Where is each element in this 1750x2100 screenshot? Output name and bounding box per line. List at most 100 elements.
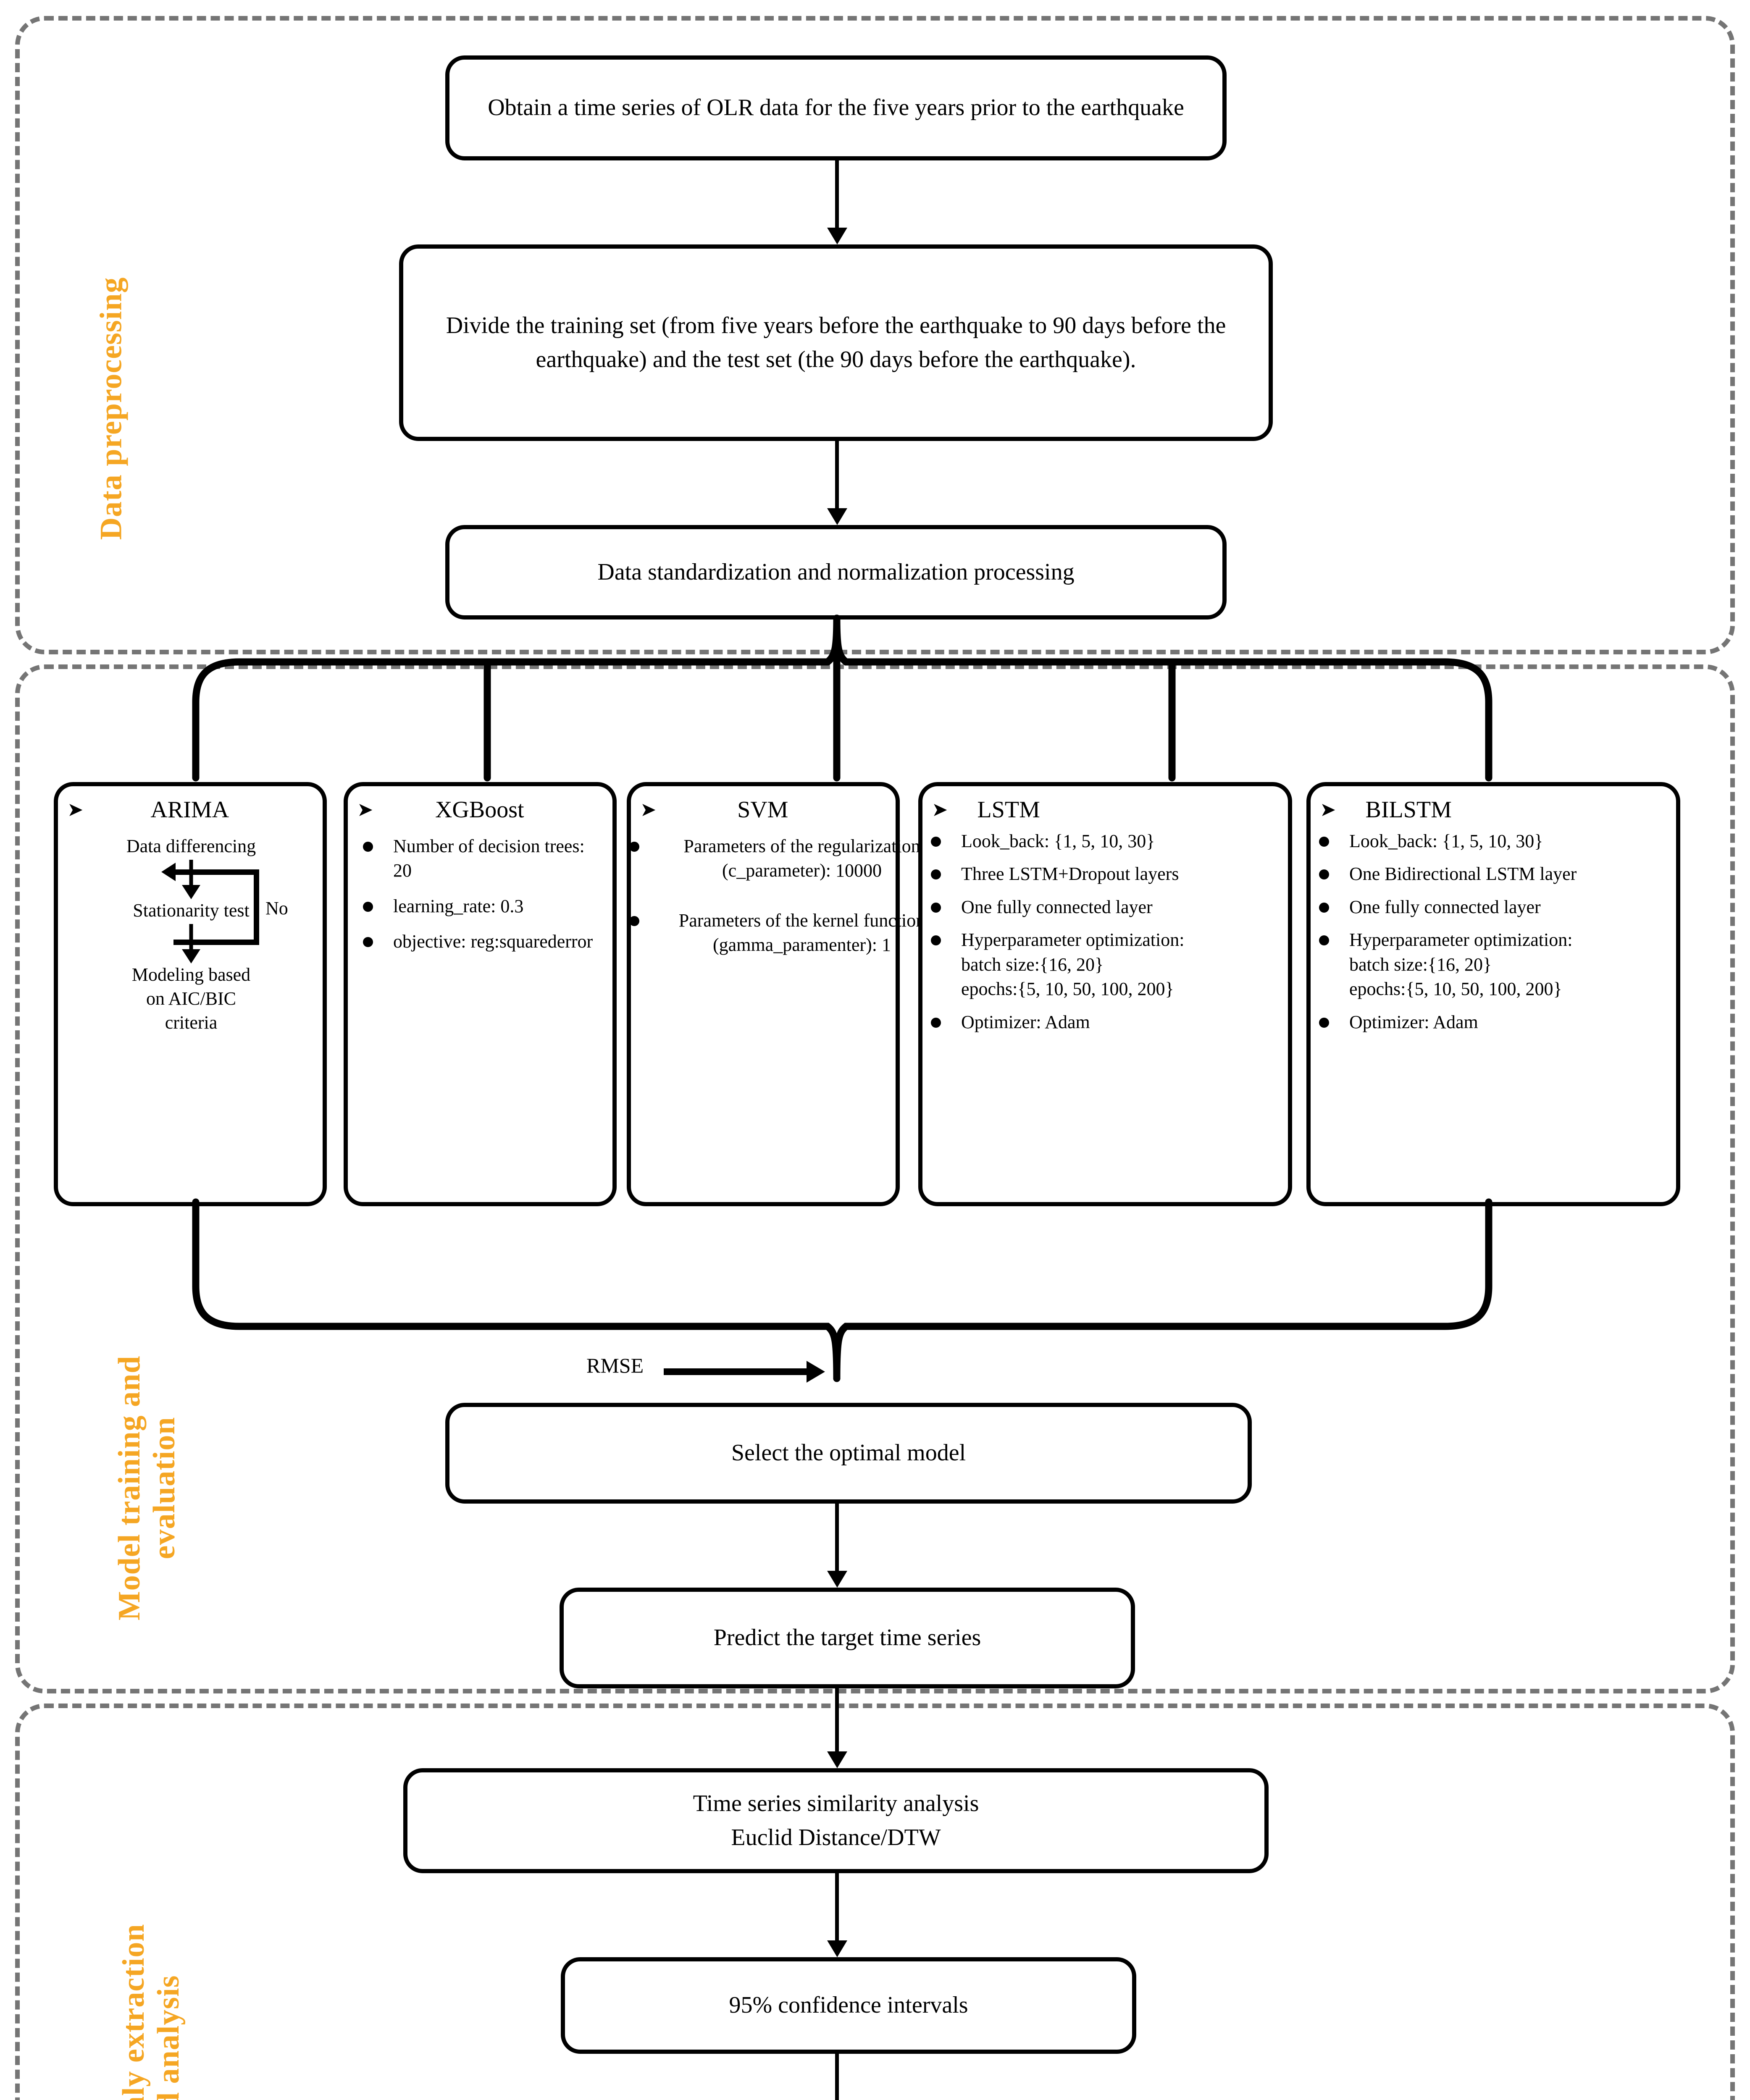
- arima-feedback-loop: [67, 834, 319, 973]
- loop-right-segment: [254, 869, 259, 945]
- arima-step-line3: criteria: [165, 1012, 218, 1033]
- connector-shaft: [835, 160, 839, 232]
- node-data-standardization[interactable]: Data standardization and normalization p…: [445, 525, 1227, 620]
- arima-step-modeling-criteria: Modeling based on AIC/BIC criteria: [67, 963, 315, 1035]
- connector-select-to-predict: [827, 1504, 847, 1588]
- hyper-line2: batch size:{16, 20}: [1349, 954, 1492, 975]
- arrow-head-icon: [827, 1571, 847, 1588]
- connector-shaft: [189, 924, 193, 952]
- node-label: Predict the target time series: [713, 1625, 981, 1651]
- list-item: objective: reg:squarederror: [357, 929, 605, 954]
- connector-obtain-to-divide: [827, 160, 847, 244]
- arima-step-stationarity-test: Stationarity test: [133, 900, 250, 921]
- node-label: 95% confidence intervals: [729, 1992, 968, 2019]
- node-label: Data standardization and normalization p…: [597, 559, 1075, 585]
- list-item: Parameters of the kernel function (gamma…: [623, 908, 930, 958]
- arrow-head-icon: [182, 949, 200, 963]
- model-card-lstm[interactable]: ➤ LSTM Look_back: {1, 5, 10, 30} Three L…: [918, 782, 1292, 1206]
- section-frame-model-training: [15, 664, 1735, 1693]
- node-label: Obtain a time series of OLR data for the…: [488, 94, 1184, 121]
- list-item: Optimizer: Adam: [1313, 1010, 1669, 1035]
- model-card-header: ➤ SVM: [640, 797, 888, 823]
- node-label-line2: Euclid Distance/DTW: [731, 1824, 941, 1851]
- arima-step-line2: on AIC/BIC: [146, 988, 236, 1009]
- loop-arrow-head-icon: [161, 862, 176, 881]
- model-card-xgboost[interactable]: ➤ XGBoost Number of decision trees: 20 l…: [344, 782, 617, 1206]
- arrow-head-icon: [827, 508, 847, 525]
- list-item: Look_back: {1, 5, 10, 30}: [1313, 829, 1669, 854]
- hyper-line3: epochs:{5, 10, 50, 100, 200}: [1349, 979, 1562, 1000]
- bullet-arrow-icon: ➤: [357, 798, 373, 821]
- list-item: Parameters of the regularization (c_para…: [623, 834, 930, 883]
- section-label-line2: and analysis: [151, 1975, 186, 2100]
- model-bullet-list: Look_back: {1, 5, 10, 30} One Bidirectio…: [1313, 829, 1669, 1035]
- loop-top-segment: [173, 869, 259, 875]
- list-item: One fully connected layer: [925, 895, 1280, 920]
- model-card-bilstm[interactable]: ➤ BILSTM Look_back: {1, 5, 10, 30} One B…: [1306, 782, 1680, 1206]
- connector-confidence-to-analysis: [835, 2054, 839, 2100]
- connector-shaft: [835, 441, 839, 512]
- model-card-header: ➤ BILSTM: [1320, 797, 1669, 823]
- connector-similarity-to-confidence: [827, 1873, 847, 1957]
- section-label-anomaly-analysis: Anomaly extraction and analysis: [116, 1862, 186, 2100]
- model-card-header: ➤ ARIMA: [67, 797, 315, 823]
- hyper-line2: batch size:{16, 20}: [961, 954, 1104, 975]
- fan-in-bracket-from-models: [155, 1198, 1529, 1382]
- connector-shaft: [835, 1504, 839, 1575]
- node-divide-train-test[interactable]: Divide the training set (from five years…: [399, 244, 1273, 441]
- model-name: BILSTM: [1365, 797, 1452, 823]
- hyper-line3: epochs:{5, 10, 50, 100, 200}: [961, 979, 1174, 1000]
- model-bullet-list: Parameters of the regularization (c_para…: [623, 834, 930, 958]
- model-name: LSTM: [977, 797, 1040, 823]
- hyper-line1: Hyperparameter optimization:: [1349, 929, 1573, 950]
- arima-loop-label-no: No: [265, 898, 288, 919]
- section-label-line1: Anomaly extraction: [116, 1924, 151, 2100]
- arrow-head-icon: [827, 1940, 847, 1957]
- bullet-arrow-icon: ➤: [640, 798, 657, 821]
- list-item: One Bidirectional LSTM layer: [1313, 862, 1669, 887]
- rmse-text: RMSE: [586, 1354, 644, 1377]
- bullet-arrow-icon: ➤: [1320, 798, 1336, 821]
- list-item: Look_back: {1, 5, 10, 30}: [925, 829, 1280, 854]
- arima-step-line1: Modeling based: [131, 964, 251, 985]
- arrow-head-icon: [182, 885, 200, 899]
- bullet-arrow-icon: ➤: [932, 798, 948, 821]
- node-select-optimal-model[interactable]: Select the optimal model: [445, 1403, 1252, 1504]
- section-frame-anomaly-analysis: [15, 1704, 1735, 2100]
- connector-predict-to-similarity: [827, 1688, 847, 1768]
- section-label-text: Data preprocessing: [94, 277, 129, 540]
- hyper-line1: Hyperparameter optimization:: [961, 929, 1185, 950]
- model-bullet-list: Number of decision trees: 20 learning_ra…: [357, 834, 605, 954]
- arrow-head-icon: [827, 228, 847, 244]
- fan-out-bracket-to-models: [155, 614, 1529, 782]
- model-card-arima[interactable]: ➤ ARIMA Data differencing Stationarity t…: [54, 782, 327, 1206]
- model-bullet-list: Look_back: {1, 5, 10, 30} Three LSTM+Dro…: [925, 829, 1280, 1035]
- connector-divide-to-standardize: [827, 441, 847, 525]
- list-item: One fully connected layer: [1313, 895, 1669, 920]
- section-label-line2: evaluation: [147, 1417, 181, 1559]
- model-name: XGBoost: [435, 797, 524, 823]
- model-name: ARIMA: [150, 797, 229, 823]
- node-label: Select the optimal model: [731, 1440, 966, 1466]
- node-time-series-similarity[interactable]: Time series similarity analysis Euclid D…: [403, 1768, 1269, 1873]
- arrow-head-icon: [807, 1361, 825, 1383]
- model-card-header: ➤ XGBoost: [357, 797, 605, 823]
- node-label: Divide the training set (from five years…: [446, 312, 1226, 373]
- model-card-svm[interactable]: ➤ SVM Parameters of the regularization (…: [627, 782, 925, 1206]
- list-item: learning_rate: 0.3: [357, 894, 605, 919]
- connector-shaft: [835, 1873, 839, 1945]
- node-predict-target-series[interactable]: Predict the target time series: [560, 1588, 1135, 1688]
- list-item: Optimizer: Adam: [925, 1010, 1280, 1035]
- arima-internal-flow: Data differencing Stationarity test Mode…: [67, 834, 315, 1035]
- section-label-data-preprocessing: Data preprocessing: [94, 262, 129, 556]
- model-card-header: ➤ LSTM: [932, 797, 1280, 823]
- arima-step-data-differencing: Data differencing: [126, 835, 256, 856]
- list-item: Number of decision trees: 20: [357, 834, 605, 883]
- connector-shaft: [835, 2054, 839, 2100]
- node-confidence-intervals[interactable]: 95% confidence intervals: [561, 1957, 1136, 2054]
- loop-bottom-segment: [173, 939, 259, 945]
- node-obtain-olr-data[interactable]: Obtain a time series of OLR data for the…: [445, 55, 1227, 160]
- arrow-head-icon: [827, 1751, 847, 1768]
- node-label: Time series similarity analysis Euclid D…: [418, 1787, 1253, 1855]
- list-item: Hyperparameter optimization: batch size:…: [1313, 928, 1669, 1002]
